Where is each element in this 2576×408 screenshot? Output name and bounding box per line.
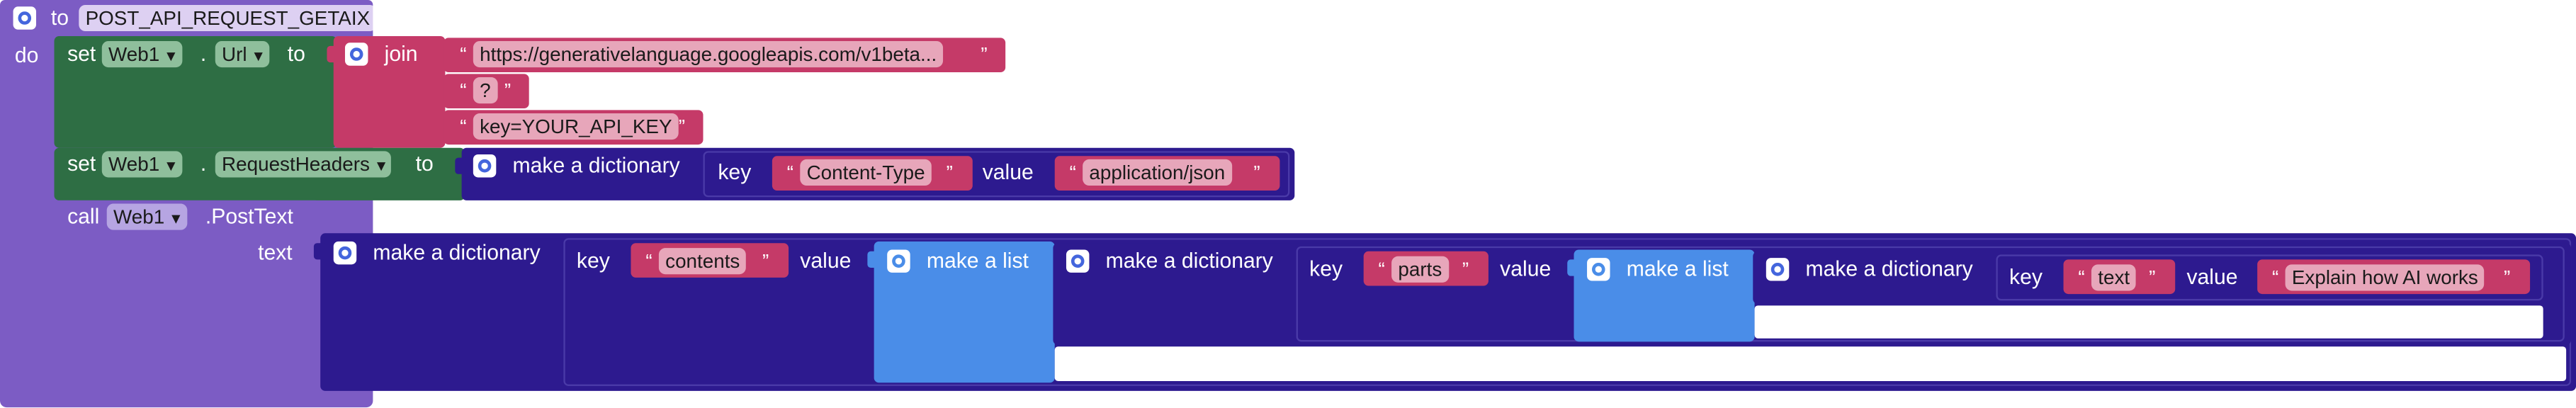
text-question-field[interactable]: ? [473,76,497,104]
call-label: call [67,203,100,229]
set-url-to-label: to [287,40,305,66]
quote-open-icon: “ [786,161,794,184]
dict3-key-label: key [2009,264,2043,290]
quote-close-icon: ” [946,161,953,184]
mutator-gear-icon[interactable] [13,6,37,30]
join-mutator-gear-icon[interactable] [344,42,368,66]
quote-close-icon: ” [678,115,685,138]
dict1-value-label: value [800,248,852,273]
quote-close-icon: ” [1462,258,1469,281]
list1-gear-icon[interactable] [887,249,910,273]
quote-open-icon: “ [2272,266,2279,290]
quote-open-icon: “ [460,79,467,102]
dict1-key-field[interactable]: contents [658,248,747,275]
headers-key-field[interactable]: Content-Type [800,159,932,186]
procedure-white-gap [373,0,386,37]
quote-close-icon: ” [2149,266,2156,290]
set-url-dot: . [200,40,207,66]
call-post-block[interactable] [54,200,321,391]
headers-dict-gear-icon[interactable] [473,154,497,178]
set-url-property-dropdown[interactable]: Url [215,40,269,68]
dict3-gear-icon[interactable] [1766,258,1790,281]
quote-close-icon: ” [981,42,988,66]
set-headers-set-label: set [67,151,96,176]
call-text-param-label: text [258,239,293,265]
quote-close-icon: ” [2504,266,2511,290]
dict1-label: make a dictionary [373,239,541,265]
headers-value-field[interactable]: application/json [1083,159,1232,186]
set-url-set-label: set [67,40,96,66]
call-component-dropdown[interactable]: Web1 [106,203,187,230]
quote-open-icon: “ [460,42,467,66]
set-headers-dot: . [200,151,207,176]
dict2-value-label: value [1500,256,1552,281]
quote-open-icon: “ [2078,266,2085,290]
dict2-gear-icon[interactable] [1066,249,1090,273]
quote-close-icon: ” [762,249,769,273]
list1-empty-slot [1054,346,2567,381]
procedure-do-label: do [14,42,39,68]
set-headers-property-dropdown[interactable]: RequestHeaders [215,151,392,178]
dict1-key-label: key [576,248,610,273]
procedure-to-label: to [50,4,69,30]
list1-socket [867,251,881,268]
dict2-label: make a dictionary [1105,248,1273,273]
set-url-component-dropdown[interactable]: Web1 [101,40,182,68]
headers-dict-socket [455,157,468,174]
join-label: join [384,40,418,66]
dict3-key-field[interactable]: text [2091,264,2137,291]
list2-gear-icon[interactable] [1587,258,1610,281]
dict3-value-label: value [2186,264,2238,290]
quote-close-icon: ” [1253,161,1260,184]
call-method-label: .PostText [205,203,293,229]
quote-open-icon: “ [1069,161,1076,184]
dict3-value-field[interactable]: Explain how AI works [2285,264,2485,291]
quote-close-icon: ” [504,79,512,102]
dict2-key-field[interactable]: parts [1391,256,1449,283]
dict2-key-label: key [1309,256,1343,281]
quote-open-icon: “ [460,115,467,138]
dict1-socket [313,243,327,260]
text-url-field[interactable]: https://generativelanguage.googleapis.co… [473,40,944,68]
headers-key-label: key [718,159,752,184]
headers-dict-label: make a dictionary [512,152,680,178]
list2-label: make a list [1626,256,1729,281]
quote-open-icon: “ [645,249,653,273]
set-headers-component-dropdown[interactable]: Web1 [101,151,182,178]
set-headers-to-label: to [415,151,434,176]
list1-label: make a list [926,248,1029,273]
dict1-gear-icon[interactable] [333,241,357,265]
procedure-name-field[interactable]: POST_API_REQUEST_GETAIX [79,4,377,32]
text-key-field[interactable]: key=YOUR_API_KEY [473,113,679,140]
list2-socket [1567,259,1581,276]
list2-empty-slot [1754,305,2543,339]
join-input-socket [327,45,341,63]
headers-value-label: value [982,159,1034,184]
quote-open-icon: “ [1378,258,1385,281]
dict3-label: make a dictionary [1805,256,1973,281]
